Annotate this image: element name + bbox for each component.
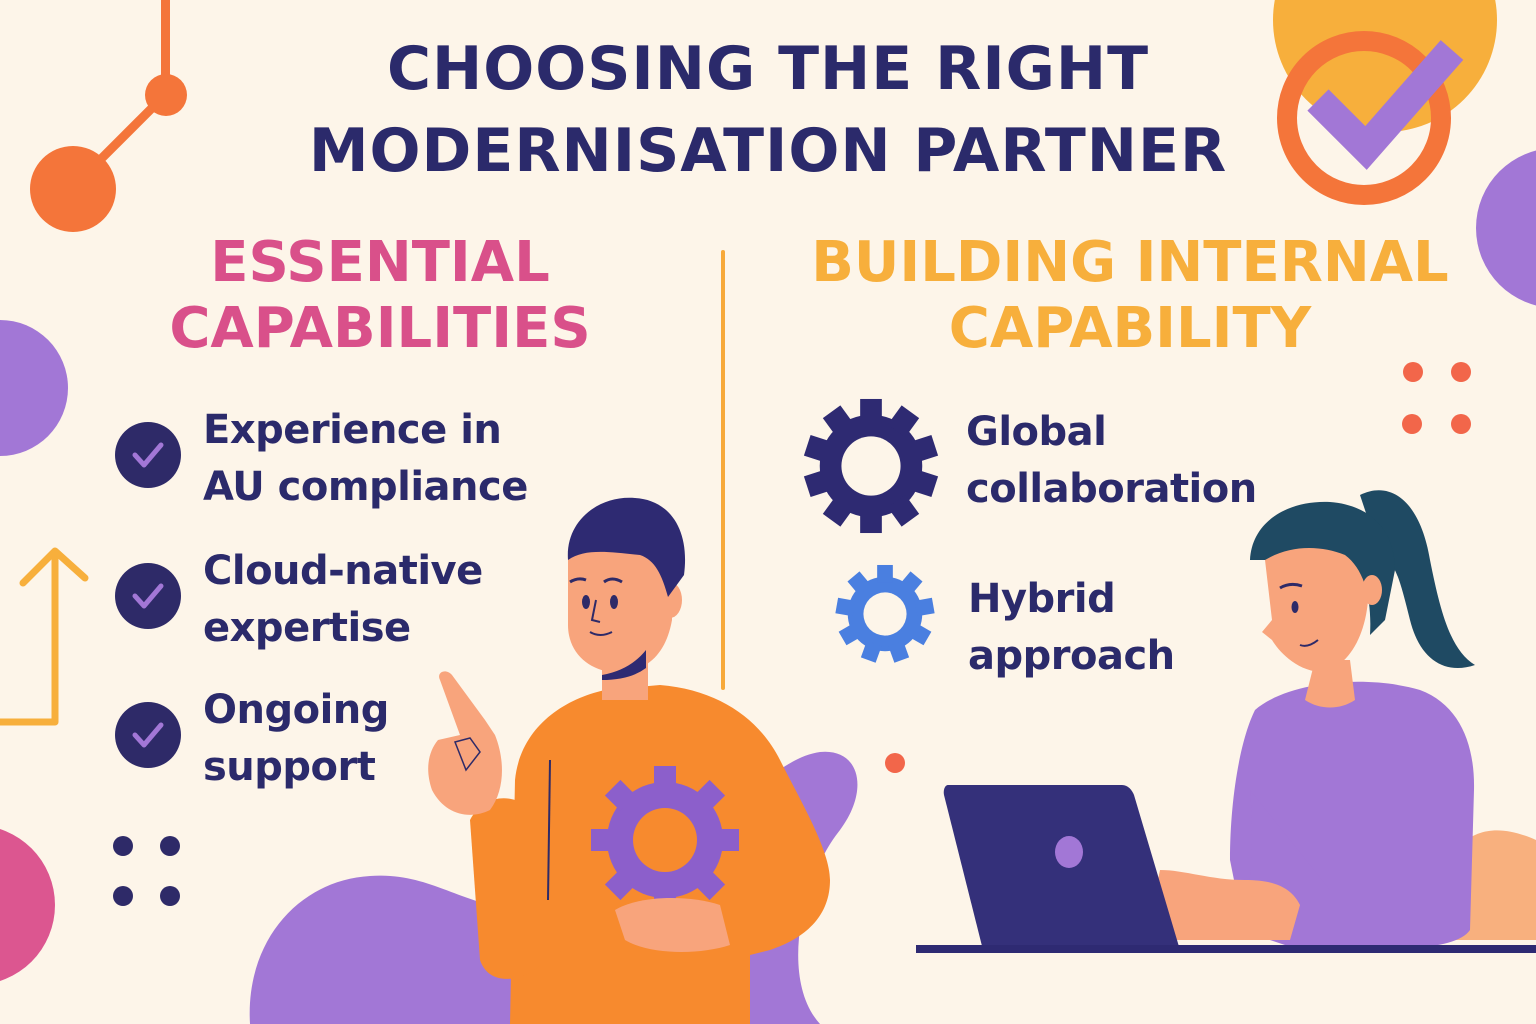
purple-circle-left (0, 320, 68, 456)
list-item-ongoing-support: Ongoing support (115, 682, 389, 796)
item-text-line1: Experience in (203, 407, 502, 453)
gear-icon (802, 396, 940, 536)
item-text-line2: AU compliance (203, 464, 528, 510)
dots-decoration-right (1402, 362, 1471, 434)
item-text-line2: collaboration (966, 466, 1257, 512)
list-item-global-collaboration: Global collaboration (802, 396, 1257, 536)
list-item-hybrid-approach: Hybrid approach (835, 563, 1175, 685)
orange-dot (885, 753, 905, 773)
connector-node-icon (30, 0, 187, 232)
item-text-line2: expertise (203, 605, 411, 651)
check-circle-icon (115, 702, 181, 768)
list-item-cloud-native: Cloud-native expertise (115, 543, 483, 657)
purple-circle-right (1476, 150, 1536, 306)
item-text-line1: Hybrid (968, 576, 1116, 622)
page-title: CHOOSING THE RIGHT MODERNISATION PARTNER (0, 28, 1536, 192)
title-line-2: MODERNISATION PARTNER (308, 116, 1228, 186)
arrow-up-icon (0, 547, 89, 726)
dots-decoration-left (113, 836, 180, 906)
essential-capabilities-heading: ESSENTIAL CAPABILITIES (169, 230, 591, 361)
list-item-au-compliance: Experience in AU compliance (115, 402, 528, 516)
check-circle-icon (115, 563, 181, 629)
man-illustration (428, 497, 830, 1024)
item-text-line1: Cloud-native (203, 548, 483, 594)
gear-icon (835, 563, 935, 665)
item-text-line2: support (203, 744, 376, 790)
item-text-line1: Ongoing (203, 687, 389, 733)
item-text-line1: Global (966, 409, 1107, 455)
building-internal-capability-heading: BUILDING INTERNAL CAPABILITY (811, 230, 1449, 361)
pink-circle-left (0, 829, 55, 981)
check-circle-icon (115, 422, 181, 488)
item-text-line2: approach (968, 633, 1175, 679)
laptop-icon (943, 785, 1180, 950)
check-ring-icon (1277, 31, 1464, 205)
section-divider (721, 250, 725, 690)
woman-illustration (916, 490, 1536, 953)
title-line-1: CHOOSING THE RIGHT (386, 34, 1150, 104)
